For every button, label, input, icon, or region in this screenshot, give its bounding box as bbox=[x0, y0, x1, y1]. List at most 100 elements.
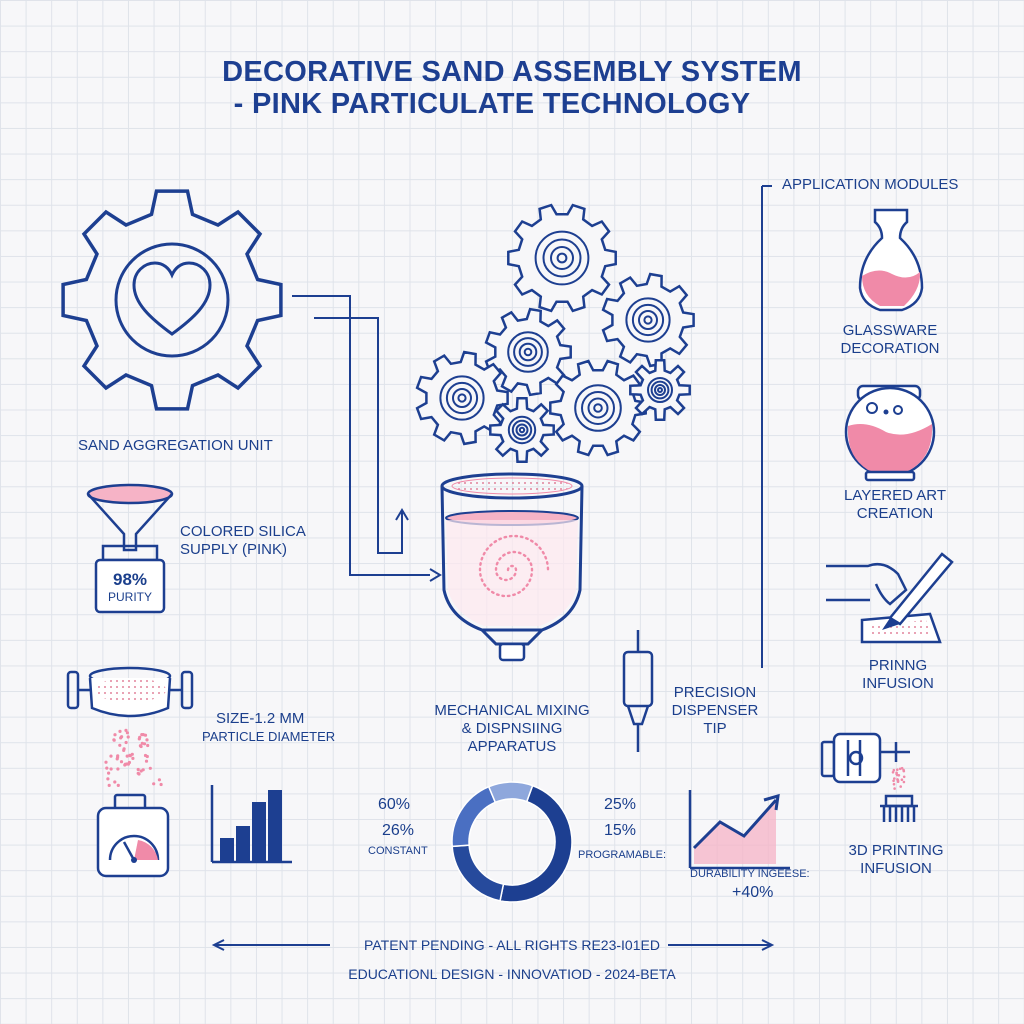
sand-particle bbox=[157, 778, 161, 782]
app-printing-line1: PRINNG bbox=[868, 657, 928, 674]
sand-particle bbox=[122, 747, 126, 751]
sand-particle bbox=[109, 767, 113, 771]
cluster-gear-icon bbox=[507, 203, 617, 313]
sand-particle bbox=[139, 769, 143, 773]
sand-particle bbox=[138, 735, 142, 739]
mixing-label-line1: MECHANICAL MIXING bbox=[434, 702, 590, 719]
sand-particle bbox=[119, 736, 123, 740]
sand-particle bbox=[896, 778, 899, 781]
dispenser-tip-icon bbox=[622, 630, 654, 752]
dispenser-label-line3: TIP bbox=[703, 720, 727, 737]
donut-slice bbox=[487, 781, 534, 804]
sand-particle bbox=[893, 787, 896, 790]
donut-slice bbox=[451, 844, 505, 902]
app-layered-line1: LAYERED ART bbox=[844, 487, 946, 504]
page-subtitle: - PINK PARTICULATE TECHNOLOGY bbox=[233, 88, 751, 120]
sand-particle bbox=[118, 729, 122, 734]
sand-particle bbox=[106, 777, 110, 781]
stat-left-label: CONSTANT bbox=[368, 845, 428, 857]
sand-particle bbox=[125, 754, 129, 758]
donut-slice bbox=[451, 785, 497, 848]
sand-particle bbox=[113, 733, 117, 737]
sand-particle bbox=[895, 771, 898, 775]
sand-particle bbox=[900, 778, 904, 781]
application-bracket bbox=[761, 185, 772, 668]
durability-label: DURABILITY INGEESE: bbox=[690, 868, 810, 880]
sand-particle bbox=[126, 762, 130, 766]
sand-particle bbox=[128, 753, 132, 758]
bar-chart bbox=[210, 785, 292, 864]
bar bbox=[220, 838, 234, 862]
page-title: DECORATIVE SAND ASSEMBLY SYSTEM bbox=[222, 56, 802, 88]
sieve-icon bbox=[66, 666, 194, 718]
sand-particle bbox=[902, 769, 906, 773]
sand-particle bbox=[124, 728, 128, 733]
aggregation-gear-icon bbox=[61, 189, 283, 411]
sand-particle bbox=[124, 740, 128, 745]
fishbowl-icon bbox=[844, 384, 936, 482]
sand-particle bbox=[899, 785, 902, 788]
print-sand-particles bbox=[891, 766, 906, 790]
falling-sand-particles bbox=[104, 728, 163, 788]
sand-particle bbox=[104, 760, 108, 764]
sand-particle bbox=[107, 771, 111, 775]
mixing-label-line2: & DISPNSIING bbox=[461, 720, 563, 737]
purity-value: 98% bbox=[112, 570, 148, 589]
sand-particle bbox=[892, 782, 896, 786]
stat-right-label: PROGRAMABLE: bbox=[578, 849, 667, 861]
sand-particle bbox=[118, 743, 122, 747]
bar bbox=[236, 826, 250, 862]
gear-cluster-icon bbox=[415, 203, 695, 463]
sand-particle bbox=[138, 744, 142, 748]
mixing-vessel-icon bbox=[440, 472, 584, 662]
sand-particle bbox=[136, 771, 140, 775]
sand-particle bbox=[126, 735, 130, 739]
sand-particle bbox=[109, 754, 113, 758]
app-layered-line2: CREATION bbox=[856, 505, 934, 522]
cluster-gear-icon bbox=[601, 272, 695, 368]
footer-patent: PATENT PENDING - ALL RIGHTS RE23-I01ED bbox=[364, 937, 660, 953]
sand-particle bbox=[119, 760, 124, 764]
sand-particle bbox=[152, 782, 156, 786]
footer-arrow bbox=[211, 939, 775, 951]
bar bbox=[252, 802, 266, 862]
flow-connectors bbox=[292, 295, 442, 582]
sand-particle bbox=[105, 766, 109, 770]
sand-particle bbox=[902, 780, 906, 784]
sand-particle bbox=[125, 731, 129, 735]
sand-particle bbox=[896, 773, 899, 777]
donut-chart bbox=[451, 781, 573, 903]
sand-particle bbox=[896, 768, 899, 771]
hand-pen-icon bbox=[826, 552, 954, 644]
stat-left-pct1: 60% bbox=[378, 796, 411, 813]
sand-particle bbox=[144, 759, 149, 763]
app-printing-line2: INFUSION bbox=[862, 675, 934, 692]
sand-particle bbox=[893, 777, 896, 780]
sand-particle bbox=[891, 771, 895, 774]
sand-particle bbox=[892, 779, 895, 783]
sand-particle bbox=[131, 756, 135, 761]
cluster-gear-icon bbox=[489, 397, 555, 463]
scale-gauge-icon bbox=[96, 793, 170, 878]
app-3dprint-line2: INFUSION bbox=[860, 860, 932, 877]
printer-head-icon bbox=[820, 732, 918, 822]
app-glassware-line1: GLASSWARE bbox=[842, 322, 938, 339]
cluster-gear-icon bbox=[549, 359, 647, 457]
sand-particle bbox=[896, 780, 900, 783]
sand-particle bbox=[107, 783, 111, 788]
dispenser-label-line1: PRECISION bbox=[673, 684, 757, 701]
sand-particle bbox=[116, 755, 120, 759]
supply-label-line1: COLORED SILICA bbox=[180, 523, 306, 540]
stat-left-pct2: 26% bbox=[382, 822, 415, 839]
silica-supply-icon bbox=[86, 483, 174, 614]
sand-particle bbox=[892, 768, 896, 772]
vase-icon bbox=[858, 208, 924, 312]
sand-particle bbox=[116, 783, 120, 788]
sand-particle bbox=[140, 741, 144, 745]
cluster-gear-icon bbox=[629, 359, 691, 421]
app-3dprint-line1: 3D PRINTING bbox=[848, 842, 944, 859]
sand-particle bbox=[130, 752, 134, 756]
sand-particle bbox=[145, 754, 149, 759]
particle-size-label: PARTICLE DIAMETER bbox=[202, 729, 336, 744]
